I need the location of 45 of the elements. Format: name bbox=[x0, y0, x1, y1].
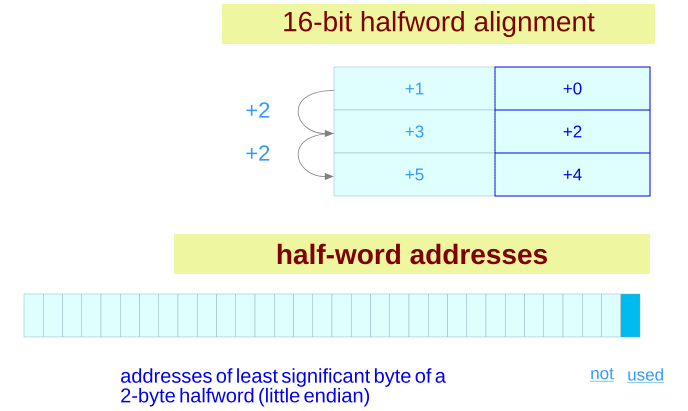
memory-cell bbox=[582, 294, 602, 338]
memory-cell bbox=[390, 294, 410, 338]
link-text: used bbox=[628, 368, 663, 381]
memory-cell bbox=[620, 294, 640, 338]
memory-cell bbox=[158, 294, 178, 338]
table-cell: +5 bbox=[334, 152, 496, 196]
memory-cell bbox=[293, 294, 313, 338]
memory-cell bbox=[82, 294, 102, 338]
memory-cell bbox=[236, 294, 256, 338]
heading-band: half-word addresses bbox=[174, 234, 650, 274]
table-cell: +2 bbox=[494, 110, 650, 154]
table-cell: +3 bbox=[334, 110, 496, 154]
memory-cell bbox=[562, 294, 582, 338]
memory-cell bbox=[274, 294, 294, 338]
memory-cell bbox=[466, 294, 486, 338]
memory-cell bbox=[24, 294, 44, 338]
memory-cell bbox=[100, 294, 120, 338]
memory-cell bbox=[601, 294, 621, 338]
memory-cell bbox=[544, 294, 564, 338]
memory-cell bbox=[447, 294, 467, 338]
memory-cell bbox=[428, 294, 448, 338]
memory-cell bbox=[370, 294, 390, 338]
memory-cell bbox=[505, 294, 525, 338]
memory-cell bbox=[43, 294, 63, 338]
memory-cell bbox=[312, 294, 332, 338]
memory-cell bbox=[178, 294, 198, 338]
memory-cell bbox=[254, 294, 274, 338]
memory-cell bbox=[486, 294, 506, 338]
memory-cell bbox=[332, 294, 352, 338]
memory-cell bbox=[62, 294, 82, 338]
memory-cell bbox=[408, 294, 428, 338]
memory-cell bbox=[197, 294, 217, 338]
table-cell: +0 bbox=[494, 66, 650, 110]
note-text: addresses of least significant byte of a 2-byte halfword (little endian) bbox=[121, 368, 446, 406]
memory-cell bbox=[216, 294, 236, 338]
table-cell: +4 bbox=[494, 152, 650, 196]
table-cell: +1 bbox=[334, 66, 496, 110]
memory-cell bbox=[120, 294, 140, 338]
edge-label: +2 bbox=[246, 102, 270, 118]
link-text: not bbox=[591, 368, 614, 380]
edge-label: +2 bbox=[246, 145, 270, 161]
title-band: 16-bit halfword alignment bbox=[222, 4, 655, 44]
memory-cell bbox=[351, 294, 371, 338]
memory-cell bbox=[524, 294, 544, 338]
memory-cell bbox=[139, 294, 159, 338]
